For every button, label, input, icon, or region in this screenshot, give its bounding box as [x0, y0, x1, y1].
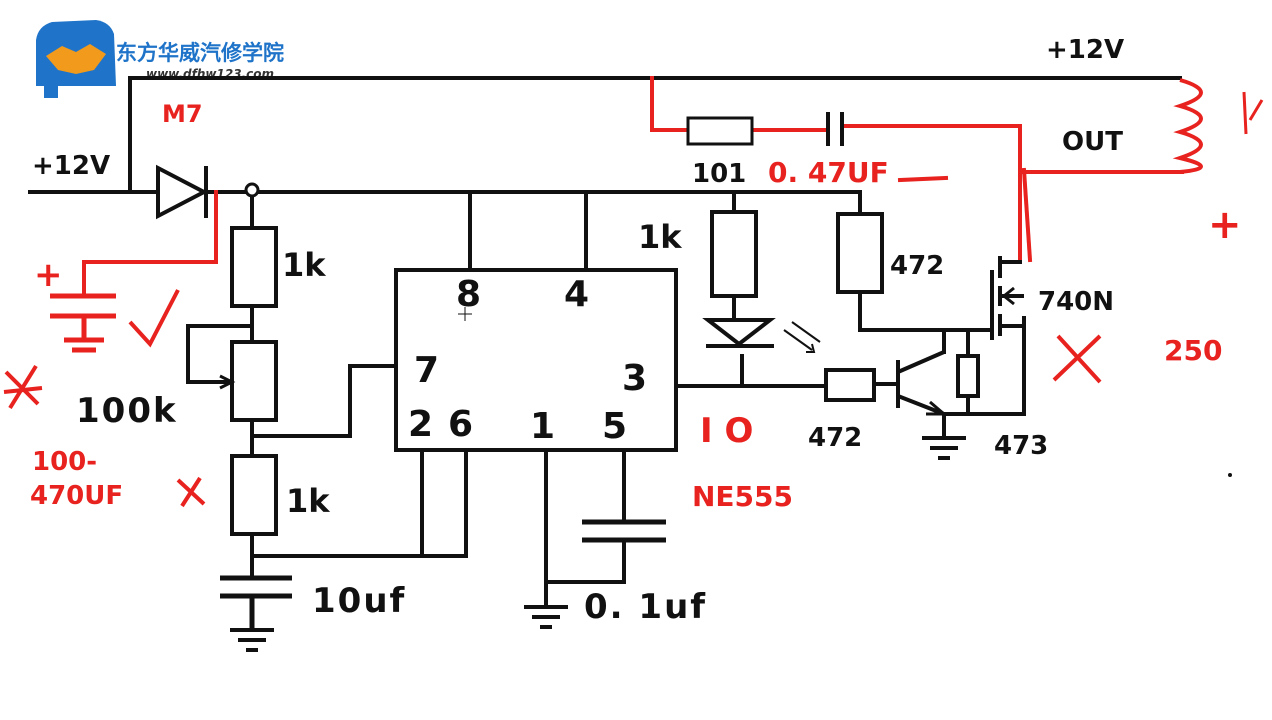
output-coil	[1172, 78, 1203, 174]
label-cap-100-470-line1: 100-	[32, 447, 97, 477]
asterisk-mid-icon	[176, 476, 206, 508]
pin-6: 6	[448, 404, 473, 445]
label-r1k-led: 1k	[638, 218, 682, 256]
pin-5: 5	[602, 406, 627, 447]
pin-2: 2	[408, 404, 433, 445]
cursor-crosshair-icon	[458, 307, 472, 321]
label-pot-100k: 100k	[76, 391, 178, 431]
ground-symbols	[230, 436, 966, 652]
black-wiring	[28, 76, 1182, 607]
pin-3: 3	[622, 358, 647, 399]
led-light-arrows-icon	[783, 321, 821, 353]
resistor-473	[956, 354, 980, 398]
resistor-1k-bottom	[230, 454, 278, 536]
cap-100-470uf	[50, 293, 116, 353]
label-diode-m7: M7	[162, 100, 203, 128]
logo-title: 东方华威汽修学院	[116, 41, 284, 65]
asterisk-left-icon	[3, 364, 43, 410]
pot-100k	[230, 340, 278, 422]
label-mosfet: 740N	[1038, 287, 1114, 317]
resistor-472-base	[824, 368, 876, 402]
label-cap-047: 0. 47UF	[768, 156, 889, 189]
red-wiring	[82, 76, 1184, 298]
pin-7: 7	[414, 350, 439, 391]
label-supply-top: +12V	[1046, 35, 1124, 65]
label-plus-left: +	[34, 255, 63, 295]
label-r1k-bottom: 1k	[286, 482, 330, 520]
pin-1: 1	[530, 406, 555, 447]
label-250: 250	[1164, 334, 1222, 367]
resistor-1k-led	[710, 210, 758, 298]
rail-junction	[244, 182, 260, 198]
cap-047	[826, 112, 844, 146]
checkmark-icon	[128, 289, 180, 348]
led	[702, 318, 776, 348]
mosfet-740n	[990, 256, 1024, 340]
label-r472-base: 472	[808, 423, 862, 453]
pin-4: 4	[564, 274, 589, 315]
logo: 东方华威汽修学院 www.dfhw123.com	[36, 20, 284, 98]
coil-mark	[1242, 91, 1264, 135]
label-cap-10uf: 10uf	[312, 581, 406, 621]
label-out: OUT	[1062, 127, 1123, 157]
label-cap-100-470-line2: 470UF	[30, 481, 123, 511]
npn-transistor	[896, 350, 949, 416]
resistor-472-top	[836, 212, 884, 294]
red-marks	[3, 289, 1102, 508]
cap-01uf	[582, 519, 666, 543]
label-chip-ne555: NE555	[692, 480, 793, 513]
label-r101: 101	[692, 159, 746, 189]
stray-dot	[1228, 473, 1232, 477]
pot-wiper-arrow-icon	[219, 374, 236, 390]
logo-handshake-icon	[46, 44, 106, 74]
label-r473: 473	[994, 431, 1048, 461]
label-io: I O	[700, 411, 753, 451]
label-plus-right: +	[1208, 202, 1242, 248]
resistor-101	[686, 116, 754, 146]
resistor-1k-top	[230, 226, 278, 308]
pin-8: 8	[456, 274, 481, 315]
label-supply-left: +12V	[32, 151, 110, 181]
ne555-chip	[394, 268, 678, 452]
label-r1k-top: 1k	[282, 246, 326, 284]
cap-10uf	[220, 575, 292, 628]
label-r472-top: 472	[890, 251, 944, 281]
label-cap-01uf: 0. 1uf	[584, 587, 707, 627]
logo-book-icon	[44, 84, 58, 98]
diode-m7	[156, 164, 209, 220]
cross-icon	[1052, 334, 1102, 384]
